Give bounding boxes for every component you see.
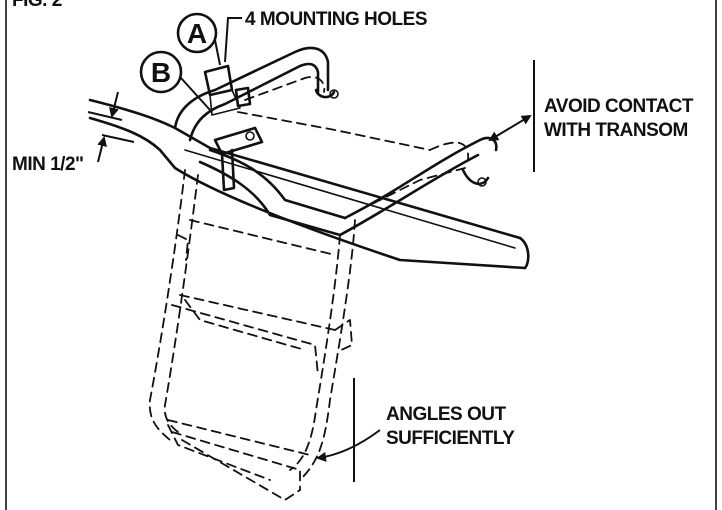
transom-gap-arrow	[488, 114, 532, 142]
figure-frame	[5, 0, 717, 510]
label-angles-out-line2: SUFFICIENTLY	[386, 428, 515, 449]
mounting-bracket-b	[213, 86, 264, 192]
label-angles-out-line1: ANGLES OUT	[386, 404, 506, 425]
label-avoid-contact-line1: AVOID CONTACT	[544, 96, 694, 117]
min-clearance-dimension	[87, 91, 135, 163]
callout-a: A	[176, 12, 218, 54]
angles-out-arrow	[316, 429, 381, 462]
handrail-solid	[173, 46, 498, 237]
figure-label: FIG. 2	[12, 0, 62, 11]
mounting-holes-leader	[224, 17, 242, 63]
callout-a-leader	[214, 39, 221, 66]
svg-text:A: A	[187, 18, 207, 49]
callout-b: B	[139, 50, 183, 94]
mounting-bracket-a	[203, 64, 241, 116]
label-avoid-contact-line2: WITH TRANSOM	[544, 120, 688, 141]
callout-b-leader	[180, 77, 211, 111]
label-min-clearance: MIN 1/2"	[12, 154, 84, 175]
boat-rail	[88, 98, 530, 270]
label-mounting-holes: 4 MOUNTING HOLES	[245, 9, 427, 30]
svg-text:B: B	[151, 57, 171, 88]
